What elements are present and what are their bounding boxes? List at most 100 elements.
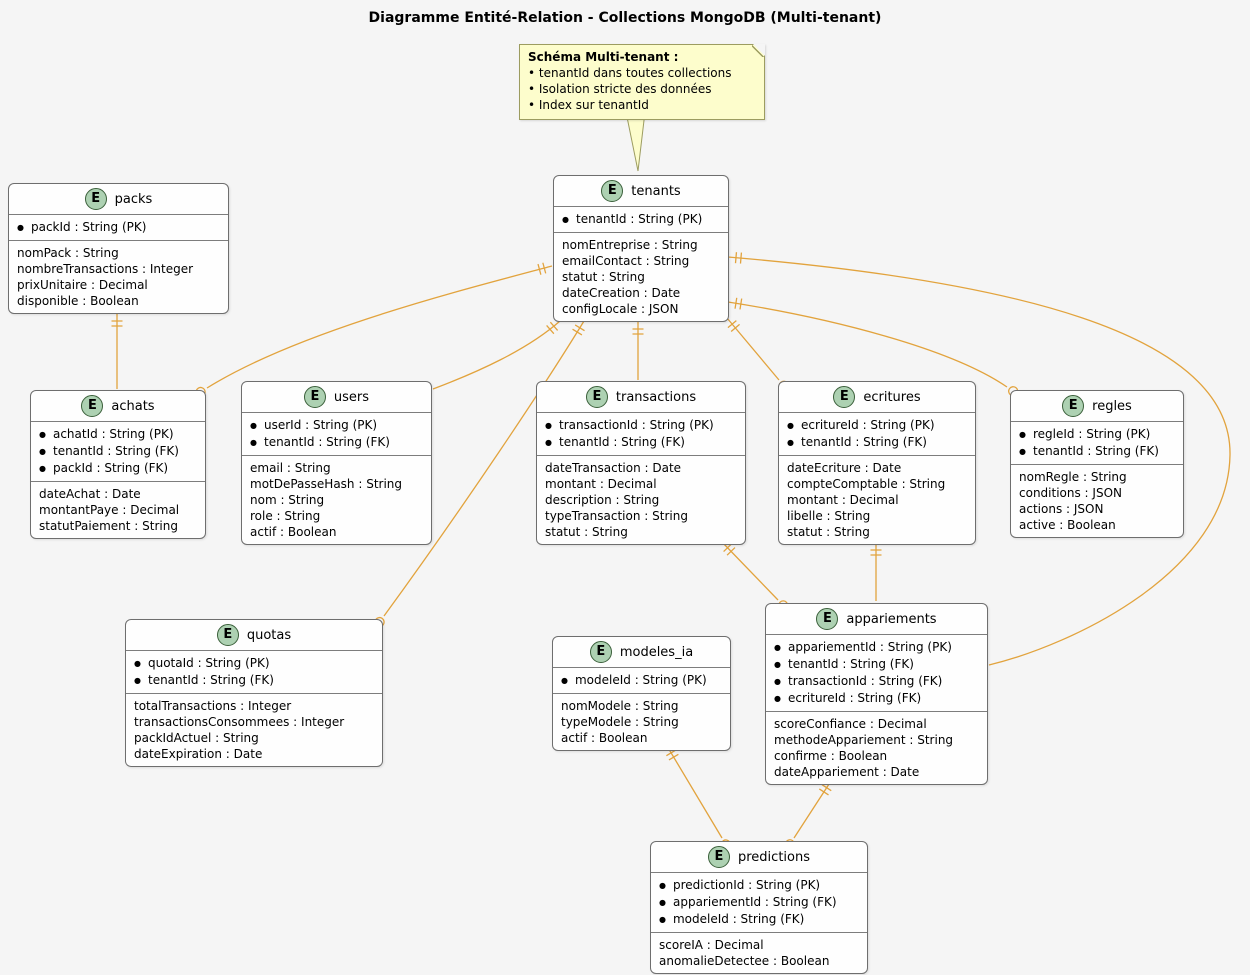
relationship-appariements-predictions	[776, 780, 832, 861]
entity-key-row: packId : String (PK)	[17, 219, 220, 236]
entity-name: appariements	[846, 611, 937, 627]
entity-attribute-row: nombreTransactions : Integer	[17, 262, 194, 276]
entity-key-row: tenantId : String (FK)	[134, 672, 374, 689]
entity-attribute-row: totalTransactions : Integer	[134, 699, 292, 713]
entity-key-row: appariementId : String (PK)	[774, 639, 979, 656]
entity-attribute-row: dateCreation : Date	[562, 286, 681, 300]
entity-attribute-row: scoreIA : Decimal	[659, 938, 764, 952]
entity-name: predictions	[738, 849, 810, 865]
entity-transactions: E transactions transactionId : String (P…	[536, 381, 746, 545]
entity-name: transactions	[615, 389, 697, 405]
entity-attribute-row: typeModele : String	[561, 715, 679, 729]
entity-attribute-row: libelle : String	[787, 509, 871, 523]
entity-attributes: scoreConfiance : Decimal methodeApparieme…	[766, 711, 987, 784]
entity-attribute-row: prixUnitaire : Decimal	[17, 278, 148, 292]
entity-header: E packs	[9, 184, 228, 214]
entity-key-row: packId : String (FK)	[39, 460, 197, 477]
entity-attribute-row: conditions : JSON	[1019, 486, 1122, 500]
entity-header: E achats	[31, 391, 205, 421]
entity-name: ecritures	[863, 389, 921, 405]
entity-attribute-row: nom : String	[250, 493, 325, 507]
diagram-title: Diagramme Entité-Relation - Collections …	[368, 10, 882, 26]
entity-stereotype-icon: E	[601, 180, 624, 202]
entity-keys: appariementId : String (PK)tenantId : St…	[766, 634, 987, 711]
entity-name: regles	[1092, 398, 1132, 414]
entity-attribute-row: dateTransaction : Date	[545, 461, 682, 475]
entity-tenants: E tenants tenantId : String (PK) nomEntr…	[553, 175, 729, 322]
entity-header: E predictions	[651, 842, 867, 872]
entity-header: E tenants	[554, 176, 728, 206]
entity-users: E users userId : String (PK)tenantId : S…	[241, 381, 432, 545]
entity-attribute-row: nomPack : String	[17, 246, 119, 260]
entity-name: modeles_ia	[619, 644, 694, 660]
entity-attribute-row: methodeAppariement : String	[774, 733, 954, 747]
entity-attribute-row: statut : String	[787, 525, 870, 539]
entity-name: packs	[114, 191, 153, 207]
entity-name: quotas	[246, 627, 292, 643]
entity-stereotype-icon: E	[833, 386, 856, 408]
relationship-transactions-appariements	[721, 541, 799, 621]
entity-key-row: predictionId : String (PK)	[659, 877, 859, 894]
entity-attribute-row: dateEcriture : Date	[787, 461, 902, 475]
entity-key-row: modeleId : String (FK)	[659, 911, 859, 928]
entity-attribute-row: dateAchat : Date	[39, 487, 141, 501]
entity-key-row: quotaId : String (PK)	[134, 655, 374, 672]
entity-stereotype-icon: E	[1062, 395, 1085, 417]
entity-attribute-row: compteComptable : String	[787, 477, 946, 491]
note-multi-tenant: Schéma Multi-tenant : • tenantId dans to…	[519, 44, 765, 120]
entity-attribute-row: nomRegle : String	[1019, 470, 1127, 484]
entity-attribute-row: active : Boolean	[1019, 518, 1116, 532]
entity-key-row: tenantId : String (PK)	[562, 211, 720, 228]
entity-attribute-row: confirme : Boolean	[774, 749, 888, 763]
entity-attribute-row: configLocale : JSON	[562, 302, 679, 316]
entity-header: E regles	[1011, 391, 1183, 421]
entity-keys: ecritureId : String (PK)tenantId : Strin…	[779, 412, 975, 455]
entity-stereotype-icon: E	[585, 386, 608, 408]
entity-attribute-row: scoreConfiance : Decimal	[774, 717, 927, 731]
entity-appariements: E appariements appariementId : String (P…	[765, 603, 988, 785]
entity-key-row: userId : String (PK)	[250, 417, 423, 434]
entity-stereotype-icon: E	[84, 188, 107, 210]
entity-modeles_ia: E modeles_ia modeleId : String (PK) nomM…	[552, 636, 731, 751]
entity-name: users	[333, 389, 370, 405]
relationship-tenants-achats	[184, 262, 553, 406]
entity-attribute-row: dateAppariement : Date	[774, 765, 920, 779]
relationship-tenants-regles	[727, 297, 1030, 405]
entity-key-row: transactionId : String (FK)	[774, 673, 979, 690]
entity-key-row: transactionId : String (PK)	[545, 417, 737, 434]
entity-header: E users	[242, 382, 431, 412]
entity-attribute-row: statut : String	[562, 270, 645, 284]
entity-keys: packId : String (PK)	[9, 214, 228, 240]
entity-achats: E achats achatId : String (PK)tenantId :…	[30, 390, 206, 539]
entity-key-row: tenantId : String (FK)	[774, 656, 979, 673]
entity-attribute-row: emailContact : String	[562, 254, 690, 268]
entity-key-row: ecritureId : String (PK)	[787, 417, 967, 434]
entity-header: E quotas	[126, 620, 382, 650]
entity-packs: E packs packId : String (PK) nomPack : S…	[8, 183, 229, 314]
entity-key-row: tenantId : String (FK)	[1019, 443, 1175, 460]
entity-key-row: tenantId : String (FK)	[39, 443, 197, 460]
entity-attribute-row: nomModele : String	[561, 699, 679, 713]
entity-attribute-row: nomEntreprise : String	[562, 238, 698, 252]
entity-keys: userId : String (PK)tenantId : String (F…	[242, 412, 431, 455]
relationship-modeles_ia-predictions	[666, 745, 739, 861]
entity-stereotype-icon: E	[589, 641, 612, 663]
entity-attribute-row: montantPaye : Decimal	[39, 503, 180, 517]
relationship-tenants-ecritures	[726, 317, 799, 402]
entity-attribute-row: montant : Decimal	[787, 493, 899, 507]
entity-attributes: nomEntreprise : String emailContact : Str…	[554, 232, 728, 321]
note-bullet: • tenantId dans toutes collections	[528, 66, 732, 80]
entity-attribute-row: dateExpiration : Date	[134, 747, 263, 761]
note-bullets: • tenantId dans toutes collections • Isol…	[528, 65, 756, 113]
entity-attribute-row: actif : Boolean	[250, 525, 337, 539]
entity-keys: achatId : String (PK)tenantId : String (…	[31, 421, 205, 481]
entity-key-row: modeleId : String (PK)	[561, 672, 722, 689]
note-fold-line	[752, 45, 764, 57]
entity-stereotype-icon: E	[816, 608, 839, 630]
note-bullet: • Isolation stricte des données	[528, 82, 712, 96]
entity-regles: E regles regleId : String (PK)tenantId :…	[1010, 390, 1184, 538]
